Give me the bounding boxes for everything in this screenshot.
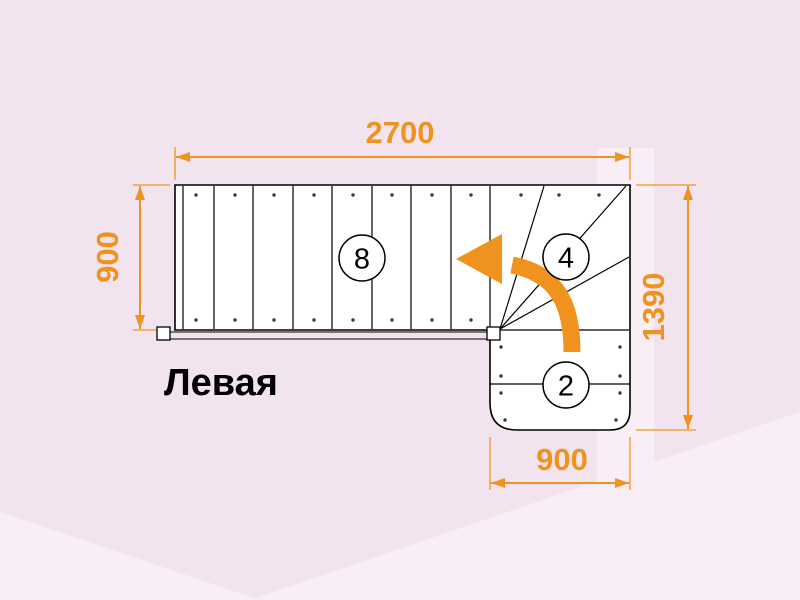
balustrade-band [156,326,501,341]
badge-circle [338,234,386,282]
step-count-badge-bottom: 2 [542,361,590,409]
staircase-outline [156,184,631,431]
badge-circle [542,233,590,281]
fastener-dots [194,193,622,422]
step-count-badge-winders: 4 [542,233,590,281]
step-count-badge-flight: 8 [338,234,386,282]
dim-top-label: 2700 [366,115,435,150]
dimension-bottom: 900 [489,437,631,490]
step-count-flight: 8 [354,244,370,276]
background-triangle-right [250,412,800,600]
dim-right-label: 1390 [636,273,671,342]
dim-left-label: 900 [90,231,125,283]
background-triangle-left [0,512,260,600]
plan-title: Левая [164,362,278,404]
direction-arrow-icon [456,234,581,353]
newel-post-right [486,326,501,341]
dimension-right: 1390 [636,184,696,431]
stair-body [174,184,631,431]
newel-post-left [156,326,171,341]
dim-bottom-label: 900 [536,442,588,477]
dimension-top: 2700 [174,115,631,180]
badge-circle [542,361,590,409]
step-count-bottom: 2 [558,371,574,403]
dimension-left: 900 [90,184,170,331]
step-count-winders: 4 [558,243,574,275]
